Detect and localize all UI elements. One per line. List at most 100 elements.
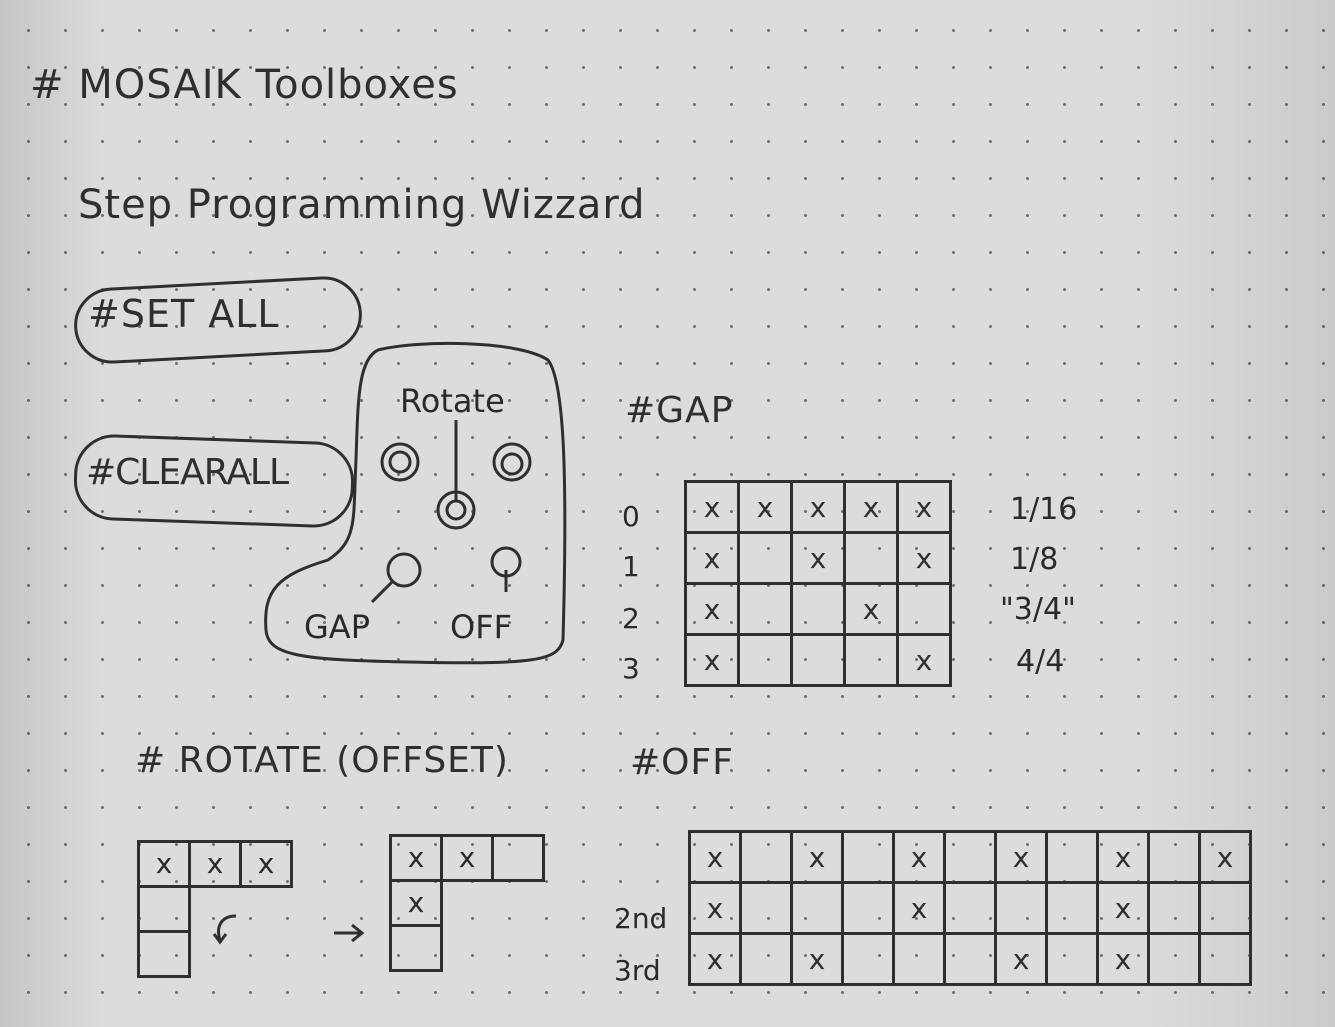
- gap-grid-row: x x x x x: [684, 480, 952, 534]
- step-cell[interactable]: x: [389, 879, 443, 927]
- step-cell[interactable]: x: [843, 582, 899, 636]
- page-subtitle: Step Programming Wizzard: [78, 182, 646, 228]
- gap-step-grid: x x x x x x x x x x x x: [684, 480, 952, 687]
- step-cell[interactable]: [1198, 881, 1252, 935]
- step-cell[interactable]: x: [688, 932, 742, 986]
- step-cell[interactable]: [943, 881, 997, 935]
- step-cell[interactable]: x: [688, 830, 742, 884]
- off-step-grid: x x x x x x x x x x x x x: [688, 830, 1252, 986]
- gap-ratio-label: 1/16: [1010, 492, 1078, 527]
- step-cell[interactable]: x: [440, 834, 494, 882]
- step-cell[interactable]: [1045, 881, 1099, 935]
- step-cell[interactable]: x: [688, 881, 742, 935]
- step-cell[interactable]: x: [684, 633, 740, 687]
- wizard-device: Rotate GAP OFF: [258, 340, 568, 670]
- step-cell[interactable]: [892, 932, 946, 986]
- step-cell[interactable]: [790, 881, 844, 935]
- step-cell[interactable]: x: [137, 840, 191, 888]
- set-all-button[interactable]: #SET ALL: [88, 292, 280, 336]
- step-cell[interactable]: [843, 531, 899, 585]
- rotate-arrow-icon: [212, 914, 237, 945]
- off-heading: #OFF: [630, 742, 734, 783]
- off-grid-row: x x x: [688, 881, 1252, 935]
- step-cell[interactable]: x: [790, 480, 846, 534]
- step-cell[interactable]: [1045, 932, 1099, 986]
- gap-row-label: 2: [622, 602, 640, 635]
- step-cell[interactable]: x: [389, 834, 443, 882]
- step-cell[interactable]: x: [1096, 881, 1150, 935]
- step-cell[interactable]: x: [737, 480, 793, 534]
- step-cell[interactable]: [1198, 932, 1252, 986]
- gap-grid-row: x x: [684, 582, 952, 636]
- step-cell[interactable]: x: [1096, 830, 1150, 884]
- gap-ratio-label: 4/4: [1016, 644, 1065, 679]
- step-cell[interactable]: [843, 633, 899, 687]
- gap-row-label: 3: [622, 652, 640, 685]
- step-cell[interactable]: [737, 633, 793, 687]
- step-cell[interactable]: x: [239, 840, 293, 888]
- step-cell[interactable]: [1147, 932, 1201, 986]
- rotate-heading: # ROTATE (OFFSET): [135, 740, 509, 781]
- step-cell[interactable]: [841, 830, 895, 884]
- step-cell[interactable]: [790, 582, 846, 636]
- step-cell[interactable]: [1045, 830, 1099, 884]
- off-knob[interactable]: [490, 546, 522, 592]
- clear-all-button[interactable]: #CLEARALL: [86, 452, 289, 493]
- gap-row-label: 0: [622, 500, 640, 533]
- step-cell[interactable]: x: [790, 531, 846, 585]
- step-cell[interactable]: [790, 633, 846, 687]
- off-grid-row: x x x x x x: [688, 830, 1252, 884]
- step-cell[interactable]: [1147, 830, 1201, 884]
- gap-ratio-label: 1/8: [1010, 542, 1059, 577]
- gap-grid-row: x x x: [684, 531, 952, 585]
- step-cell[interactable]: [737, 531, 793, 585]
- step-cell[interactable]: [739, 881, 793, 935]
- step-cell[interactable]: [841, 932, 895, 986]
- step-cell[interactable]: [137, 930, 191, 978]
- off-row-label: 3rd: [614, 954, 661, 987]
- step-cell[interactable]: [896, 582, 952, 636]
- step-cell[interactable]: [994, 881, 1048, 935]
- step-cell[interactable]: x: [790, 932, 844, 986]
- rotate-knob-label: Rotate: [400, 382, 505, 420]
- rotate-knob[interactable]: [436, 420, 476, 530]
- step-cell[interactable]: [1147, 881, 1201, 935]
- step-cell[interactable]: [491, 834, 545, 882]
- page-title: # MOSAIK Toolboxes: [30, 62, 459, 108]
- gap-row-label: 1: [622, 550, 640, 583]
- step-cell[interactable]: x: [684, 480, 740, 534]
- step-cell[interactable]: x: [843, 480, 899, 534]
- off-row-label: 2nd: [614, 902, 668, 935]
- device-outline: [264, 341, 567, 665]
- knob-right[interactable]: [492, 442, 532, 482]
- step-cell[interactable]: x: [684, 531, 740, 585]
- gap-ratio-label: "3/4": [1000, 592, 1076, 627]
- gap-grid-row: x x: [684, 633, 952, 687]
- step-cell[interactable]: [737, 582, 793, 636]
- step-cell[interactable]: [943, 830, 997, 884]
- step-cell[interactable]: [389, 924, 443, 972]
- step-cell[interactable]: x: [994, 932, 1048, 986]
- knob-left[interactable]: [380, 442, 420, 482]
- step-cell[interactable]: x: [684, 582, 740, 636]
- step-cell[interactable]: [841, 881, 895, 935]
- step-cell[interactable]: x: [790, 830, 844, 884]
- step-cell[interactable]: [739, 932, 793, 986]
- step-cell[interactable]: x: [896, 633, 952, 687]
- off-knob-label: OFF: [450, 608, 512, 646]
- step-cell[interactable]: x: [1198, 830, 1252, 884]
- step-cell[interactable]: x: [1096, 932, 1150, 986]
- transform-arrow-icon: [334, 923, 365, 943]
- step-cell[interactable]: x: [188, 840, 242, 888]
- gap-knob-label: GAP: [304, 608, 370, 646]
- step-cell[interactable]: x: [896, 531, 952, 585]
- step-cell[interactable]: x: [892, 881, 946, 935]
- step-cell[interactable]: [943, 932, 997, 986]
- step-cell[interactable]: [137, 885, 191, 933]
- step-cell[interactable]: x: [994, 830, 1048, 884]
- step-cell[interactable]: [739, 830, 793, 884]
- step-cell[interactable]: x: [896, 480, 952, 534]
- step-cell[interactable]: x: [892, 830, 946, 884]
- gap-knob[interactable]: [370, 552, 422, 604]
